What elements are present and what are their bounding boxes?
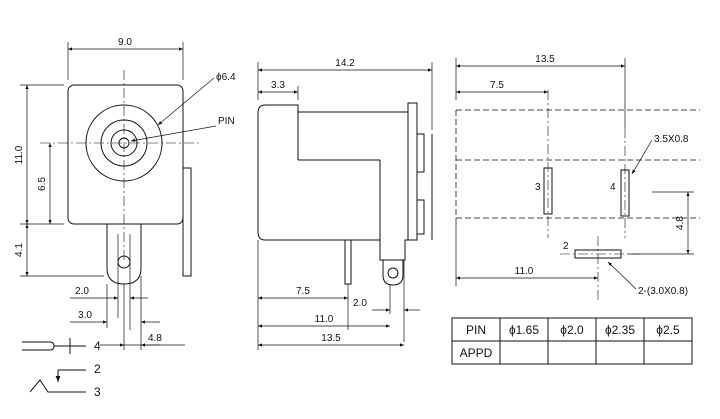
dim-side-front: 3.3 [271, 80, 285, 91]
side-view: 14.2 3.3 7.5 2.0 11.0 13.5 [257, 58, 433, 350]
table-cell: ϕ2.35 [605, 323, 635, 337]
dim-side-d: 13.5 [321, 333, 341, 344]
slot-top-callout: 3.5X0.8 [654, 134, 689, 145]
dim-side-length: 14.2 [335, 58, 355, 69]
front-body-outline [67, 84, 184, 225]
footprint-view: 3 4 2 13.5 7.5 11.0 4.8 3.5X0.8 2-(3.0X0… [455, 54, 700, 300]
pin-table: PIN ϕ1.65 ϕ2.0 ϕ2.35 ϕ2.5 APPD [451, 317, 693, 365]
pin-callout: PIN [218, 116, 235, 127]
dim-side-b: 2.0 [353, 298, 367, 309]
legend-plug-symbol [22, 341, 55, 351]
table-cell: ϕ1.65 [509, 323, 539, 337]
dim-pin-b: 3.0 [78, 310, 92, 321]
dim-fp-total: 13.5 [535, 54, 555, 65]
pad-2-label: 2 [563, 241, 569, 252]
dim-side-a: 7.5 [296, 286, 310, 297]
diameter-callout: ϕ6.4 [216, 72, 236, 83]
side-pin-left [344, 239, 352, 285]
side-body-outline [257, 102, 418, 261]
front-view: 9.0 11.0 6.5 4.1 2.0 3.0 4.8 ϕ6.4 PIN [14, 37, 236, 350]
pad-3-label: 3 [535, 182, 541, 193]
dim-front-height: 11.0 [14, 145, 25, 164]
table-cell: APPD [460, 346, 493, 360]
dim-fp-h: 4.8 [675, 216, 686, 230]
table-cell: ϕ2.0 [560, 323, 584, 337]
side-tab [182, 167, 192, 277]
dim-pin-drop: 4.1 [14, 243, 25, 257]
footprint-outline [455, 109, 700, 219]
dim-pin-a: 2.0 [75, 286, 89, 297]
table-cell: ϕ2.5 [656, 323, 680, 337]
dim-front-width: 9.0 [118, 37, 132, 48]
slot-bottom-callout: 2-(3.0X0.8) [638, 286, 688, 297]
legend-terminal-3: 3 [94, 385, 101, 399]
dim-center-height: 6.5 [37, 177, 48, 191]
legend-terminal-2: 2 [94, 362, 101, 376]
table-cell: PIN [466, 323, 486, 337]
terminal-legend: 4 2 3 [22, 338, 101, 399]
dim-fp-a: 7.5 [490, 80, 504, 91]
legend-terminal-4: 4 [94, 339, 101, 353]
dim-pin-c: 4.8 [148, 333, 162, 344]
pad-4-label: 4 [610, 182, 616, 193]
side-pin-right [382, 260, 404, 286]
dim-fp-c: 11.0 [515, 266, 534, 277]
dim-side-c: 11.0 [315, 314, 334, 325]
